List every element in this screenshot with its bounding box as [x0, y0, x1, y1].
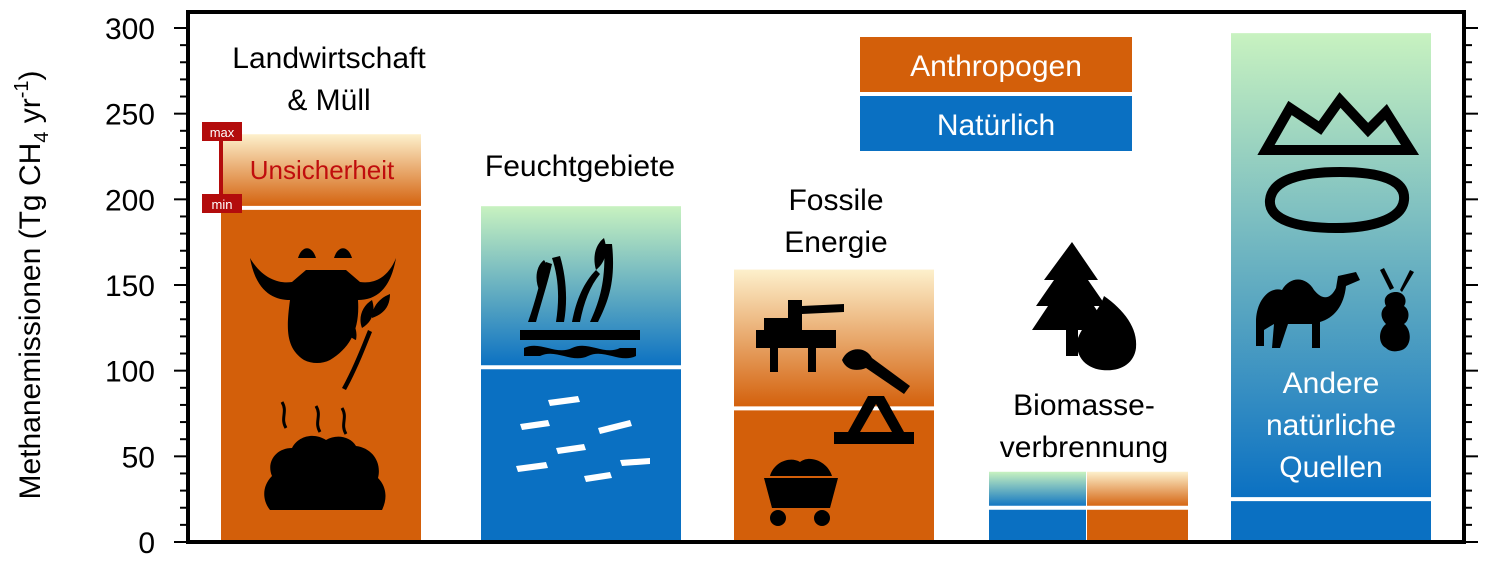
y-tick-label-50: 50: [122, 441, 155, 474]
bar-biomasse-anthropogen-uncertainty-segment: [1087, 471, 1188, 508]
bar-landwirtschaft-uncertainty-segment: [221, 134, 421, 208]
icons: [250, 92, 1420, 526]
wheat-icon: [342, 294, 390, 390]
legend-label-anthropogen: Anthropogen: [910, 50, 1082, 83]
min-label: min: [212, 197, 233, 212]
uncertainty-label: Unsicherheit: [250, 155, 395, 185]
plot-frame: [186, 10, 1466, 544]
legend-swatch-natuerlich: [860, 96, 1132, 151]
garbage-icon: [264, 401, 386, 510]
bar-feuchtgebiete-uncertainty-segment: [481, 206, 681, 368]
termite-icon: [1380, 268, 1414, 352]
landscape-icon: [1257, 92, 1420, 234]
y-axis-label: Methanemissionen (Tg CH4 yr-1): [11, 70, 53, 499]
label-feuchtgebiete: Feuchtgebiete: [485, 150, 675, 183]
camel-icon: [1256, 272, 1360, 348]
y-tick-label-0: 0: [138, 527, 155, 560]
category-labels: Landwirtschaft& MüllFeuchtgebieteFossile…: [232, 42, 1396, 484]
bar-biomasse-anthropogen-min-segment: [1087, 507, 1188, 542]
max-badge: [202, 122, 242, 141]
label-landwirtschaft: Landwirtschaft& Müll: [232, 42, 426, 117]
forest-fire-icon: [1032, 242, 1137, 371]
legend: Anthropogen Natürlich: [860, 37, 1132, 151]
bar-biomasse-natuerlich-min-segment: [989, 507, 1086, 542]
y-tick-label-200: 200: [105, 184, 155, 217]
cow-icon: [250, 248, 396, 363]
bar-andere-quellen-min-segment: [1231, 499, 1431, 542]
bars: [221, 33, 1431, 542]
uncertainty-marker: max min Unsicherheit: [202, 122, 395, 213]
y-tick-label-150: 150: [105, 270, 155, 303]
coal-cart-icon: [764, 458, 838, 526]
legend-swatch-anthropogen: [860, 37, 1132, 92]
oil-rig-icon: [756, 300, 844, 372]
y-tick-label-300: 300: [105, 13, 155, 46]
max-label: max: [210, 125, 235, 140]
y-tick-label-100: 100: [105, 356, 155, 389]
label-biomasse: Biomasse-verbrennung: [1000, 389, 1168, 464]
bar-biomasse-natuerlich-uncertainty-segment: [989, 471, 1086, 508]
cattail-icon: [520, 238, 640, 359]
bar-fossile-energie-min-segment: [734, 408, 934, 542]
y-tick-label-250: 250: [105, 99, 155, 132]
min-badge: [202, 194, 242, 213]
legend-label-natuerlich: Natürlich: [937, 109, 1055, 142]
bar-feuchtgebiete-min-segment: [481, 367, 681, 542]
pumpjack-icon: [834, 349, 914, 444]
